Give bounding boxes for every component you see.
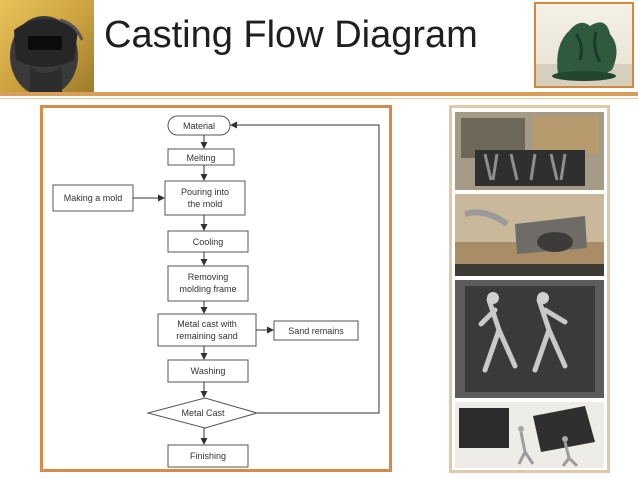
pouring-metal-icon — [455, 194, 604, 276]
making-mold-node — [52, 184, 134, 212]
pouring-node — [164, 180, 246, 216]
photo-strip — [449, 105, 610, 473]
title-bar: Casting Flow Diagram — [0, 0, 638, 92]
removing-label-line1: Removing — [188, 272, 229, 282]
metal-cast-sand-label-line1: Metal cast with — [177, 319, 237, 329]
removing-label-line2: molding frame — [179, 284, 236, 294]
pouring-label-line1: Pouring into — [181, 187, 229, 197]
metal-cast-label: Metal Cast — [181, 408, 225, 418]
sand-remains-node — [273, 320, 359, 341]
sculpture-icon — [536, 22, 632, 86]
melting-node — [167, 148, 235, 166]
metal-cast-sand-label-line2: remaining sand — [176, 331, 238, 341]
mold-cavity-icon — [455, 280, 604, 398]
pouring-metal-photo — [455, 194, 604, 276]
sand-mold-icon — [455, 112, 604, 190]
removing-node — [167, 265, 249, 302]
metal-cast-decision — [146, 397, 259, 429]
material-label: Material — [183, 121, 215, 131]
title-divider-thin — [0, 98, 638, 99]
finishing-node — [167, 444, 249, 468]
melting-label: Melting — [186, 153, 215, 163]
finished-figures-icon — [455, 402, 604, 468]
slide-title: Casting Flow Diagram — [104, 14, 478, 56]
mold-cavity-photo — [455, 280, 604, 398]
title-divider — [0, 92, 638, 96]
sand-remains-label: Sand remains — [288, 326, 344, 336]
flow-connectors — [133, 121, 380, 445]
making-mold-label: Making a mold — [64, 193, 123, 203]
bronze-sculpture-image — [534, 2, 634, 88]
washing-node — [167, 359, 249, 383]
finished-figures-photo — [455, 402, 604, 468]
sand-mold-photo — [455, 112, 604, 190]
welder-mask-image — [0, 0, 94, 92]
cooling-label: Cooling — [193, 237, 224, 247]
pouring-label-line2: the mold — [188, 199, 223, 209]
washing-label: Washing — [191, 366, 226, 376]
cooling-node — [167, 230, 249, 253]
casting-flow-diagram: Material Melting Pouring into the mold M… — [52, 115, 380, 468]
finishing-label: Finishing — [190, 451, 226, 461]
flow-diagram-panel: Material Melting Pouring into the mold M… — [40, 105, 392, 472]
welder-mask-icon — [10, 16, 84, 92]
